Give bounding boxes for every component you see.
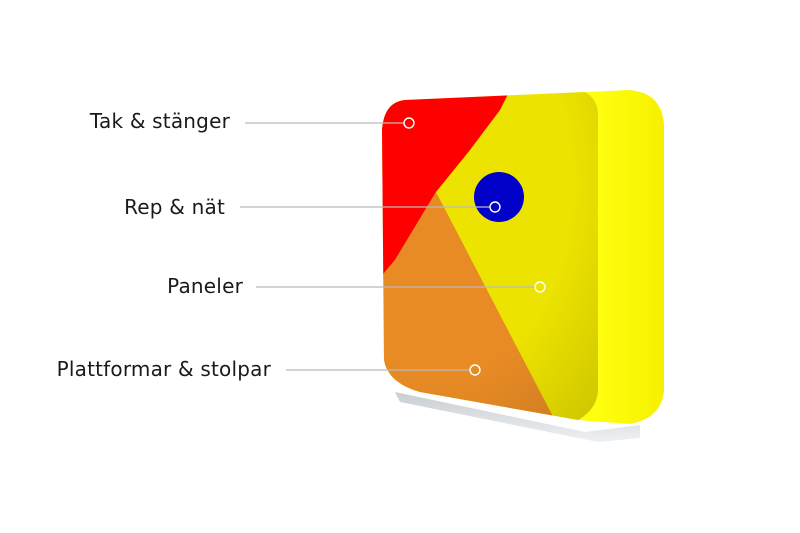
block-front-face: [382, 92, 599, 420]
label-panels: Paneler: [167, 274, 243, 298]
block-side-face: [510, 90, 664, 424]
floor-shadow: [395, 392, 640, 442]
label-platforms-and-posts: Plattformar & stolpar: [56, 357, 271, 381]
marker-panels: [534, 281, 546, 293]
marker-platforms: [469, 364, 481, 376]
marker-ropes: [489, 201, 501, 213]
label-ropes-and-nets: Rep & nät: [124, 195, 225, 219]
ropes-circle: [474, 172, 524, 222]
marker-roofs: [403, 117, 415, 129]
label-roofs-and-bars: Tak & stänger: [89, 109, 230, 133]
